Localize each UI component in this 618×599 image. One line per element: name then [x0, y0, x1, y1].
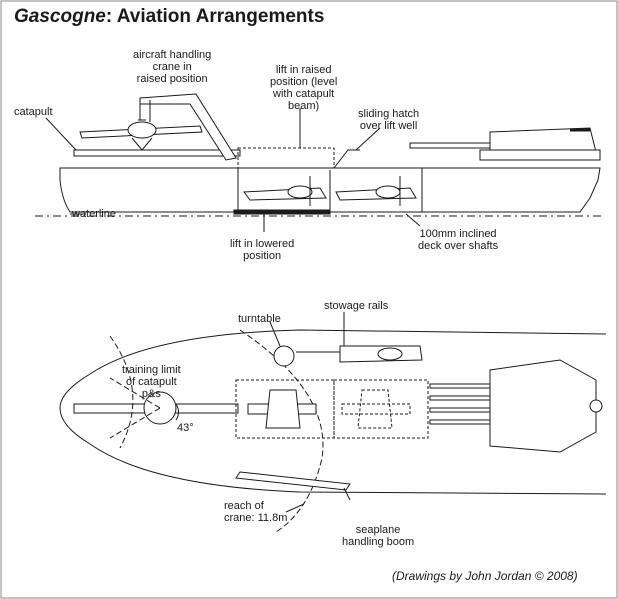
label-angle: 43°	[177, 422, 194, 434]
hull-plan	[59, 329, 607, 495]
label-sliding-hatch: sliding hatch over lift well	[358, 108, 420, 132]
turntable-plan	[273, 345, 295, 367]
label-catapult: catapult	[14, 106, 53, 118]
aircraft-hangar-2	[335, 176, 417, 206]
leader-turntable	[269, 321, 281, 347]
ship-name: Gascogne	[14, 6, 106, 27]
turret-plan	[429, 359, 603, 453]
leader-catapult	[45, 117, 77, 151]
page-title: Gascogne: Aviation Arrangements	[14, 6, 324, 28]
crane-reach-arc	[239, 329, 324, 533]
aircraft-hangar-1	[243, 176, 327, 206]
aircraft-on-catapult	[79, 119, 203, 151]
turret-side	[409, 127, 601, 161]
seaplane-boom	[235, 471, 351, 491]
lift-raised	[237, 147, 335, 169]
label-inclined-deck: 100mm inclined deck over shafts	[418, 228, 499, 252]
sliding-hatch	[333, 149, 360, 169]
side-elevation	[35, 93, 605, 232]
aircraft-plan-2	[341, 389, 411, 429]
label-training-limit: training limit of catapult p&s	[122, 364, 181, 400]
catapult-beam	[73, 149, 241, 157]
aircraft-stowed	[339, 345, 423, 363]
aircraft-plan-1	[247, 389, 317, 429]
lift-lowered	[233, 209, 331, 215]
label-seaplane-boom: seaplane handling boom	[342, 524, 415, 548]
label-turntable: turntable	[238, 313, 281, 325]
plan-view	[59, 312, 607, 533]
crane-side	[139, 93, 237, 161]
label-lift-lowered: lift in lowered position	[230, 238, 295, 262]
training-arc	[175, 403, 180, 421]
hangar-plan	[333, 379, 429, 439]
leader-hatch	[355, 127, 381, 151]
credit: (Drawings by John Jordan © 2008)	[392, 569, 578, 583]
title-rest: : Aviation Arrangements	[105, 6, 325, 27]
label-lift-raised: lift in raised position (level with cata…	[270, 64, 338, 112]
leader-boom	[343, 487, 351, 501]
label-waterline: waterline	[72, 208, 117, 220]
label-crane-reach: reach of crane: 11.8m	[224, 500, 288, 524]
label-stowage-rails: stowage rails	[324, 300, 389, 312]
leader-inclined-deck	[405, 213, 421, 227]
label-crane-raised: aircraft handling crane in raised positi…	[133, 49, 212, 85]
